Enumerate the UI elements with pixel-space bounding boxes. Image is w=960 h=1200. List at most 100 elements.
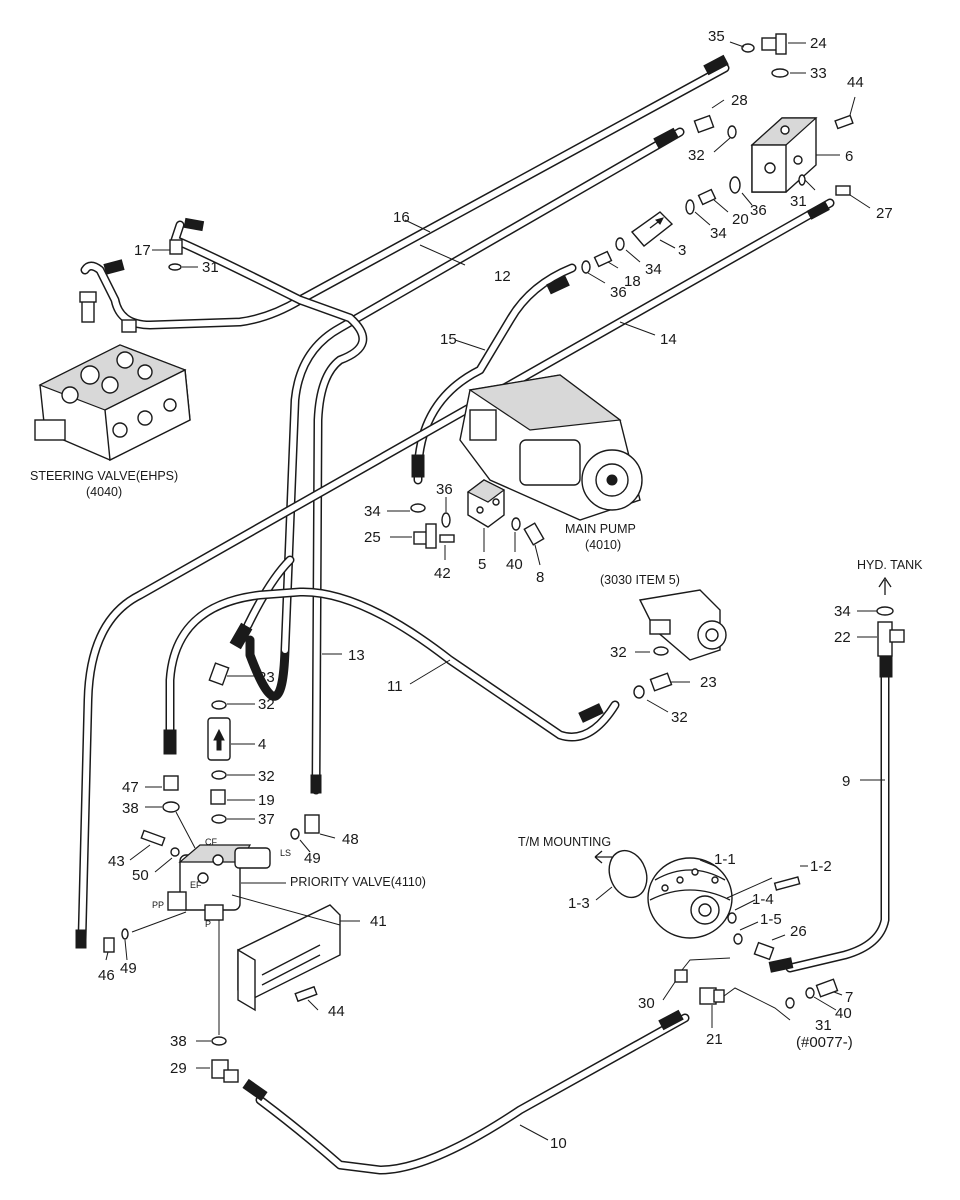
item-3030-5 bbox=[638, 589, 727, 661]
callout: 48 bbox=[342, 831, 359, 848]
callout: 4 bbox=[258, 736, 266, 753]
callout: 35 bbox=[708, 28, 725, 45]
callout: 47 bbox=[122, 779, 139, 796]
callout: 42 bbox=[434, 565, 451, 582]
callout: 27 bbox=[876, 205, 893, 222]
callout: 13 bbox=[348, 647, 365, 664]
callout: 32 bbox=[688, 147, 705, 164]
hose-ferrules bbox=[75, 54, 893, 1102]
callout: 26 bbox=[790, 923, 807, 940]
main-pump-label: MAIN PUMP bbox=[565, 522, 636, 536]
tm-mounting-label: T/M MOUNTING bbox=[518, 835, 611, 849]
callout: 1-4 bbox=[752, 891, 774, 908]
callout: 28 bbox=[731, 92, 748, 109]
callout: 44 bbox=[328, 1003, 345, 1020]
bracket-41 bbox=[237, 904, 341, 1012]
callout: 16 bbox=[393, 209, 410, 226]
callout: 25 bbox=[364, 529, 381, 546]
callouts: 35 24 33 44 28 32 6 36 31 27 20 34 16 3 … bbox=[98, 28, 893, 1152]
steering-valve-label: STEERING VALVE(EHPS) bbox=[30, 469, 178, 483]
callout: 32 bbox=[258, 696, 275, 713]
callout: 9 bbox=[842, 773, 850, 790]
callout: 1-2 bbox=[810, 858, 832, 875]
main-pump-code: (4010) bbox=[585, 538, 621, 552]
priority-valve bbox=[167, 844, 271, 921]
tm-mounting-arrow bbox=[594, 850, 612, 864]
callout: 36 bbox=[436, 481, 453, 498]
callout: 32 bbox=[671, 709, 688, 726]
steering-pump bbox=[608, 849, 733, 939]
callout: 36 bbox=[750, 202, 767, 219]
check-valve-3 bbox=[630, 211, 674, 247]
callout: 38 bbox=[170, 1033, 187, 1050]
o-rings bbox=[121, 68, 894, 1046]
hyd-tank-label: HYD. TANK bbox=[857, 558, 923, 572]
fittings bbox=[103, 33, 905, 1083]
callout: 11 bbox=[387, 678, 403, 695]
callout: 40 bbox=[506, 556, 523, 573]
callout: 6 bbox=[845, 148, 853, 165]
callout: 44 bbox=[847, 74, 864, 91]
port-ef: EF bbox=[190, 880, 202, 890]
callout: 37 bbox=[258, 811, 275, 828]
callout: 24 bbox=[810, 35, 827, 52]
callout: 41 bbox=[370, 913, 387, 930]
callout: 31 bbox=[815, 1017, 832, 1034]
callout: 43 bbox=[108, 853, 125, 870]
callout: 40 bbox=[835, 1005, 852, 1022]
callout: 34 bbox=[645, 261, 662, 278]
callout: 29 bbox=[170, 1060, 187, 1077]
callout: 22 bbox=[834, 629, 851, 646]
callout: 34 bbox=[834, 603, 851, 620]
callout: 3 bbox=[678, 242, 686, 259]
callout: 46 bbox=[98, 967, 115, 984]
callout: 12 bbox=[494, 268, 511, 285]
steering-valve-code: (4040) bbox=[86, 485, 122, 499]
callout: 1-5 bbox=[760, 911, 782, 928]
hose-11 bbox=[165, 587, 620, 745]
callout: 34 bbox=[364, 503, 381, 520]
port-p: P bbox=[205, 919, 211, 929]
callout: 33 bbox=[810, 65, 827, 82]
callout: 34 bbox=[710, 225, 727, 242]
callout: 23 bbox=[258, 669, 275, 686]
callout: 18 bbox=[624, 273, 641, 290]
main-pump bbox=[459, 374, 643, 521]
callout: 20 bbox=[732, 211, 749, 228]
callout: 32 bbox=[258, 768, 275, 785]
steering-valve bbox=[34, 291, 191, 462]
callout: 31 bbox=[790, 193, 807, 210]
callout: 19 bbox=[258, 792, 275, 809]
hoses bbox=[77, 63, 890, 1175]
block-6 bbox=[750, 117, 818, 193]
manifold-5 bbox=[466, 479, 506, 528]
callout: 31 bbox=[202, 259, 219, 276]
callout: 49 bbox=[304, 850, 321, 867]
leader-lines bbox=[105, 41, 885, 1141]
callout: 30 bbox=[638, 995, 655, 1012]
serial-note: (#0077-) bbox=[796, 1034, 853, 1051]
port-ls: LS bbox=[280, 848, 291, 858]
callout: 32 bbox=[610, 644, 627, 661]
port-cf: CF bbox=[205, 837, 217, 847]
callout: 1-3 bbox=[568, 895, 590, 912]
callout: 23 bbox=[700, 674, 717, 691]
callout: 49 bbox=[120, 960, 137, 977]
callout: 38 bbox=[122, 800, 139, 817]
callout: 7 bbox=[845, 989, 853, 1006]
hyd-tank-arrow bbox=[878, 576, 892, 595]
callout: 21 bbox=[706, 1031, 723, 1048]
callout: 5 bbox=[478, 556, 486, 573]
hose-14 bbox=[77, 198, 835, 945]
port-pp: PP bbox=[152, 900, 164, 910]
item-ref-label: (3030 ITEM 5) bbox=[600, 573, 680, 587]
callout: 10 bbox=[550, 1135, 567, 1152]
callout: 14 bbox=[660, 331, 677, 348]
callout: 50 bbox=[132, 867, 149, 884]
callout: 1-1 bbox=[714, 851, 736, 868]
callout: 8 bbox=[536, 569, 544, 586]
callout: 36 bbox=[610, 284, 627, 301]
callout: 17 bbox=[134, 242, 151, 259]
